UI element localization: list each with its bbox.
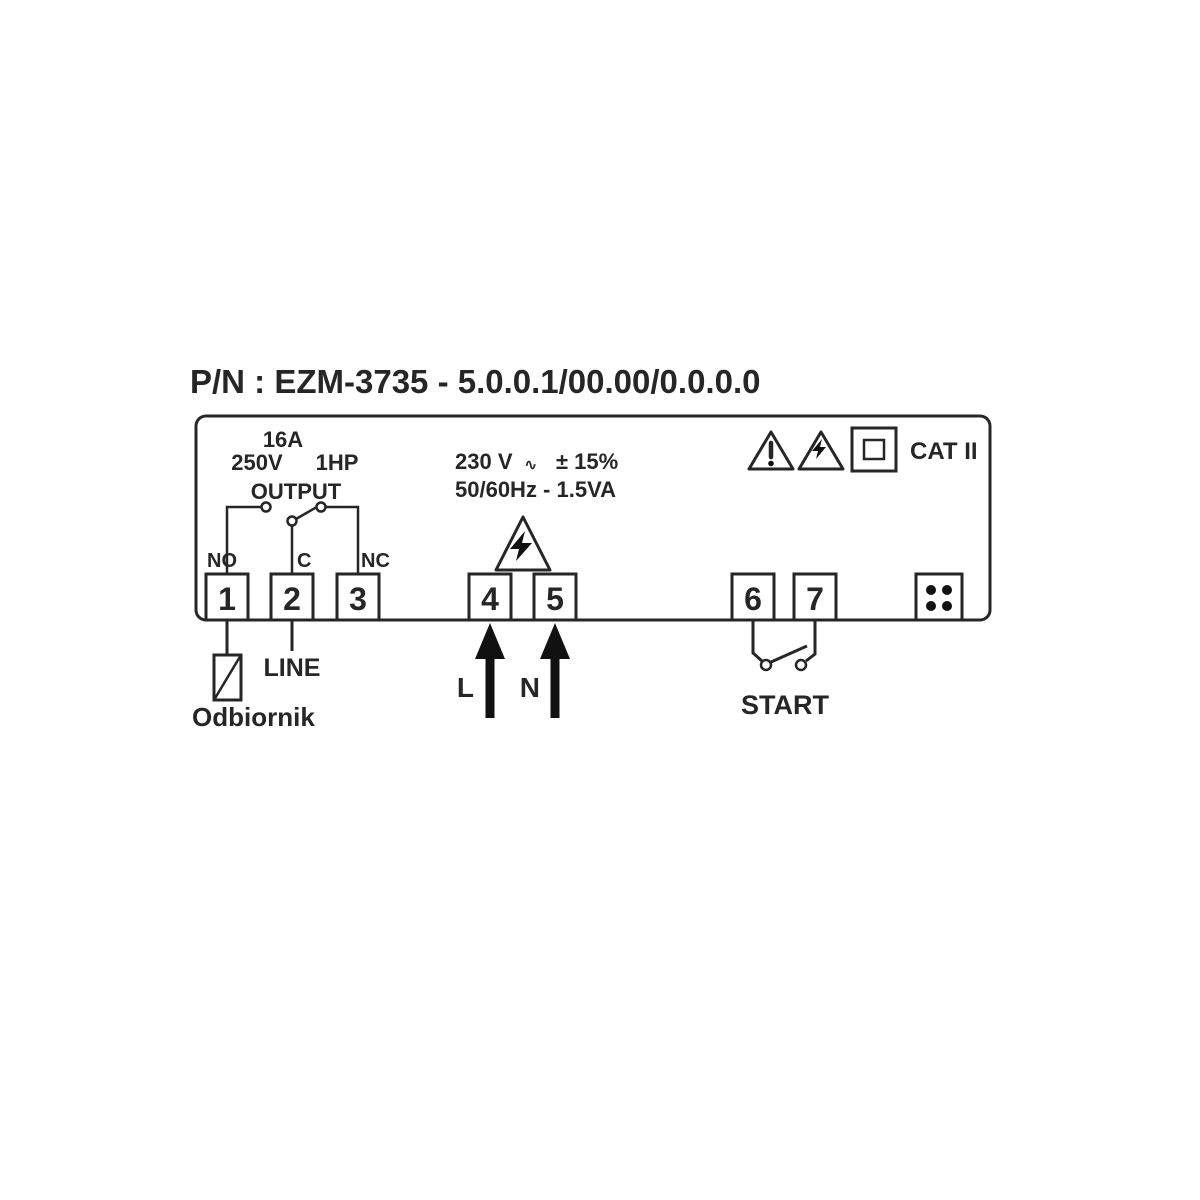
start-switch-symbol	[751, 620, 817, 672]
terminal-4: 4	[467, 572, 513, 622]
contact-nc-label: NC	[361, 550, 390, 572]
terminal-6: 6	[730, 572, 776, 622]
load-branch: Odbiornik	[192, 620, 315, 732]
connector-socket-icon	[914, 572, 964, 622]
terminal-number: 3	[349, 581, 367, 617]
double-insulation-icon	[850, 426, 898, 473]
relay-contact-symbol	[225, 501, 360, 574]
terminal-number: 6	[744, 581, 762, 617]
switch-contact-point	[794, 658, 808, 672]
neutral-arrow-icon	[540, 623, 570, 718]
terminal-1: 1	[204, 572, 250, 622]
relay-current-label: 16A	[263, 427, 303, 452]
terminal-3: 3	[335, 572, 381, 622]
line-label: LINE	[264, 654, 321, 682]
high-voltage-warning-icon	[494, 515, 552, 572]
terminal-number: 5	[546, 581, 564, 617]
part-number-title: P/N : EZM-3735 - 5.0.0.1/00.00/0.0.0.0	[190, 363, 760, 400]
line-branch: LINE	[264, 620, 321, 682]
contact-no-label: NO	[207, 550, 237, 572]
switch-blade	[770, 644, 808, 664]
relay-rating-label: 16A 250V 1HP OUTPUT	[231, 427, 358, 504]
supply-frequency-label: 50/60Hz - 1.5VA	[455, 477, 616, 502]
terminal-7: 7	[792, 572, 838, 622]
exclamation-dot	[768, 460, 774, 467]
terminal-number: 4	[481, 581, 499, 617]
live-arrow-icon	[475, 623, 505, 718]
cat-rating-label: CAT II	[910, 438, 978, 465]
lightning-bolt-icon	[812, 439, 826, 459]
lightning-bolt-icon	[510, 531, 532, 561]
live-label: L	[457, 672, 474, 703]
supply-spec: 230 V ∿ ± 15% 50/60Hz - 1.5VA	[455, 449, 618, 502]
terminal-5: 5	[532, 572, 578, 622]
relay-voltage-label: 250V	[231, 450, 283, 475]
switch-contact-point	[759, 658, 773, 672]
electric-shock-warning-icon	[797, 430, 845, 471]
relay-horsepower-label: 1HP	[316, 450, 359, 475]
relay-nc-contact-point	[315, 501, 327, 513]
terminal-number: 1	[218, 581, 236, 617]
neutral-label: N	[520, 672, 540, 703]
ac-symbol: ∿	[524, 457, 537, 474]
supply-voltage-label: 230 V	[455, 449, 513, 474]
start-label: START	[741, 690, 829, 720]
relay-no-contact-point	[260, 501, 272, 513]
relay-pivot-contact-point	[286, 515, 298, 527]
load-symbol	[212, 653, 243, 702]
contact-c-label: C	[297, 550, 311, 572]
supply-tolerance-label: ± 15%	[556, 449, 618, 474]
load-label: Odbiornik	[192, 702, 315, 732]
caution-warning-icon	[747, 430, 795, 471]
output-label: OUTPUT	[251, 479, 342, 504]
terminal-number: 2	[283, 581, 301, 617]
terminal-number: 7	[806, 581, 824, 617]
terminal-2: 2	[269, 572, 315, 622]
